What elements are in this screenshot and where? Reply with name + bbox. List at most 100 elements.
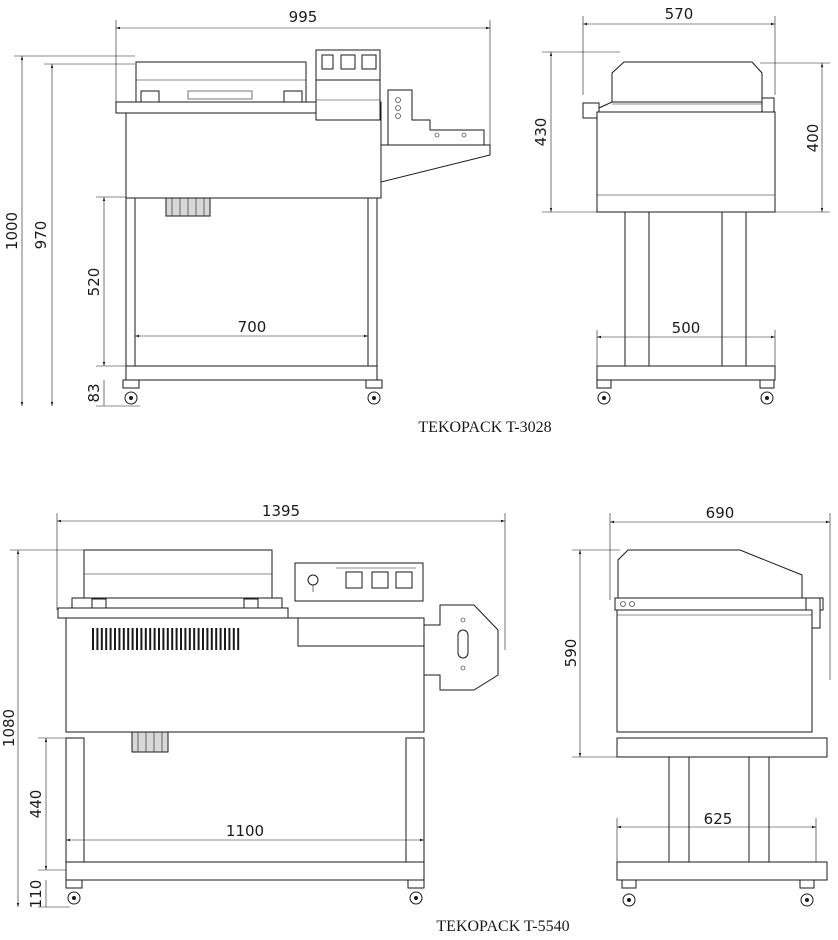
t5540-front-stand-height-dimension: 440	[27, 737, 66, 871]
t3028-side-leg-span-label: 500	[672, 319, 701, 337]
t3028-side-base	[596, 365, 776, 381]
t3028-side-caster-left	[596, 379, 612, 405]
t3028-front-stand-height-dimension: 520	[85, 196, 126, 367]
t3028-sealing-hood	[135, 61, 307, 103]
t5540-left-leg	[65, 737, 85, 881]
vent-slot	[118, 628, 121, 650]
t3028-front-table-height-label: 970	[32, 221, 50, 250]
t3028-side-body-height-dimension: 400	[760, 62, 830, 213]
vent-slot	[114, 628, 116, 650]
t5540-front-leg-span-dimension: 1100	[66, 822, 424, 842]
vent-slot	[162, 628, 165, 650]
t5540-base-frame	[65, 861, 425, 881]
t5540-front-base-height-dimension: 110	[27, 880, 70, 909]
t5540-side-base	[616, 861, 828, 881]
t3028-side-front-leg	[624, 211, 650, 369]
t3028-side-width-dimension: 570	[582, 5, 776, 95]
t3028-side-caster-right	[759, 379, 775, 405]
vent-slot	[193, 628, 196, 650]
t3028-side-hood-height-dimension: 430	[532, 51, 620, 213]
t5540-side-body-height-dimension: 590	[562, 549, 620, 758]
t5540-side-leg-span-dimension: 625	[616, 810, 817, 862]
vent-slot	[100, 628, 103, 650]
t3028-front-base-height-dimension: 83	[85, 380, 140, 407]
vent-slot	[180, 628, 182, 650]
t3028-main-housing	[125, 112, 382, 199]
t3028-side-hood	[611, 61, 763, 103]
t5540-side-rear-leg	[748, 756, 770, 863]
vent-slot	[144, 628, 147, 650]
t5540-side-body-height-label: 590	[562, 639, 580, 668]
t3028-conveyor-table	[380, 144, 491, 183]
t3028-front-view: 995 1000 970 520 83	[3, 8, 491, 407]
vent-slot	[153, 628, 156, 650]
vent-slot	[171, 628, 174, 650]
t3028-side-body-height-label: 400	[804, 124, 822, 153]
vent-slot	[184, 628, 187, 650]
t5540-side-leg-span-label: 625	[704, 810, 733, 828]
t3028-model-title: TEKOPACK T-3028	[418, 419, 551, 436]
t5540-front-view: 1395 1080 440 110	[0, 502, 506, 909]
vent-slot	[206, 628, 209, 650]
t3028-front-base-height-label: 83	[85, 383, 103, 402]
t3028-front-caster-left	[122, 379, 140, 405]
t3028-front-stand-height-label: 520	[85, 268, 103, 297]
t3028-front-total-height-dimension: 1000	[3, 55, 135, 406]
t3028-front-table-height-dimension: 970	[32, 63, 135, 406]
t3028-side-body	[596, 111, 776, 213]
vent-slot	[197, 628, 200, 650]
t5540-side-body	[616, 609, 813, 733]
vent-slot	[127, 628, 130, 650]
vent-slot	[210, 628, 213, 650]
t3028-front-width-label: 995	[289, 8, 318, 26]
vent-slot	[92, 628, 94, 650]
vent-slot	[215, 628, 218, 650]
t5540-front-total-height-label: 1080	[0, 709, 18, 747]
vent-slot	[109, 628, 112, 650]
t3028-side-rear-leg	[721, 211, 747, 369]
t3028-base-frame	[125, 365, 378, 381]
t5540-motor	[131, 731, 169, 753]
vent-slot	[228, 628, 231, 650]
t5540-side-width-dimension: 690	[609, 504, 831, 680]
t5540-front-stand-height-label: 440	[27, 790, 45, 819]
t3028-left-leg	[125, 197, 136, 381]
t3028-side-width-label: 570	[665, 5, 694, 23]
vent-slot	[122, 628, 125, 650]
t5540-side-hood	[617, 549, 803, 599]
vent-slot	[224, 628, 226, 650]
vent-slot	[131, 628, 134, 650]
t3028-front-width-dimension: 995	[115, 8, 491, 145]
vent-slot	[219, 628, 222, 650]
t5540-side-caster-right	[799, 879, 815, 907]
t3028-front-leg-span-dimension: 700	[135, 318, 368, 338]
t5540-front-base-height-label: 110	[27, 880, 45, 909]
t5540-front-total-height-dimension: 1080	[0, 549, 85, 907]
vent-slot	[105, 628, 108, 650]
vent-slot	[136, 628, 138, 650]
t5540-side-front-leg	[668, 756, 690, 863]
t3028-front-leg-span-label: 700	[238, 318, 267, 336]
t3028-side-view: 570 430 400 500	[532, 5, 830, 405]
t3028-front-caster-right	[365, 379, 383, 405]
t5540-right-leg	[405, 737, 425, 881]
t5540-front-width-label: 1395	[262, 502, 300, 520]
t5540-front-caster-right	[407, 879, 425, 905]
t5540-front-caster-left	[65, 879, 83, 905]
t5540-side-caster-left	[621, 879, 637, 907]
t5540-front-width-dimension: 1395	[56, 502, 506, 650]
t5540-model-title: TEKOPACK T-5540	[436, 918, 569, 935]
t3028-right-leg	[367, 197, 378, 381]
vent-slot	[188, 628, 191, 650]
vent-slot	[175, 628, 178, 650]
t3028-side-hood-height-label: 430	[532, 118, 550, 147]
vent-slot	[237, 628, 240, 650]
vent-slot	[166, 628, 169, 650]
vent-slot	[96, 628, 99, 650]
t3028-front-total-height-label: 1000	[3, 212, 21, 250]
t5540-vent-grille	[92, 628, 240, 650]
vent-slot	[232, 628, 235, 650]
vent-slot	[149, 628, 152, 650]
t5540-side-view: 690 590 625	[562, 504, 831, 907]
